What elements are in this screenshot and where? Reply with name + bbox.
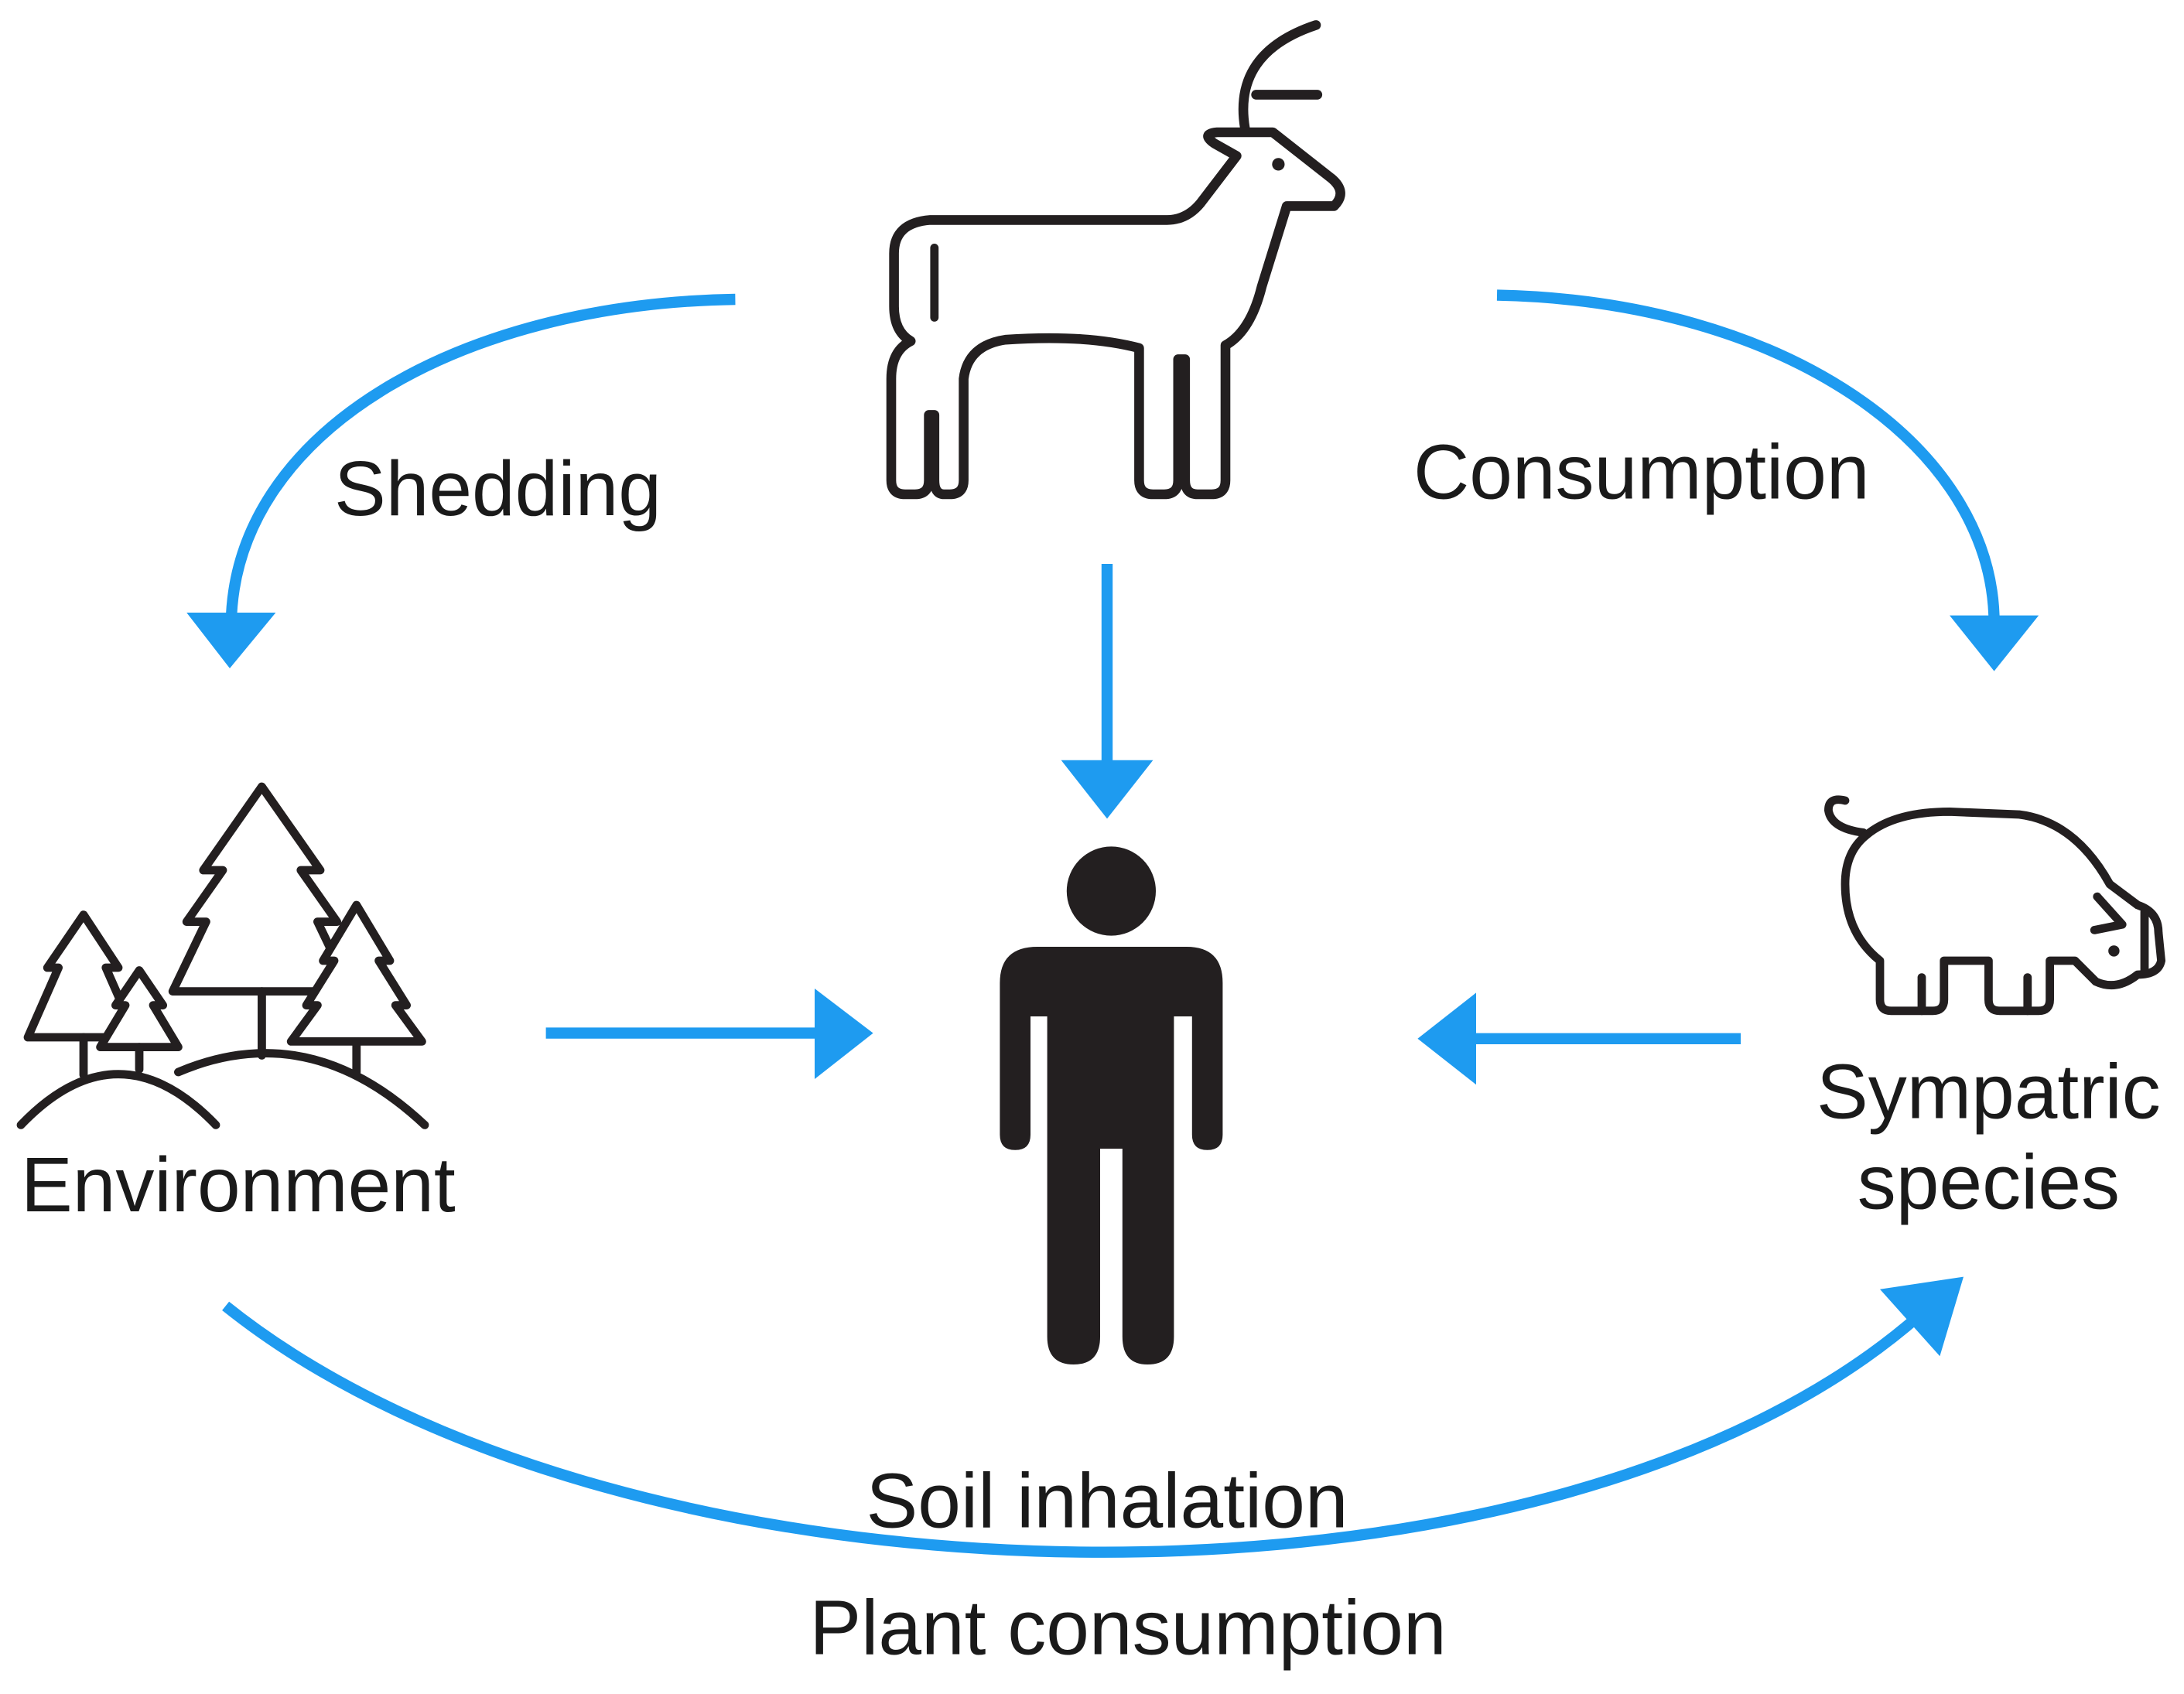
arrow-environment-to-human-head bbox=[815, 988, 873, 1079]
arrow-sympatric-species-to-human bbox=[1417, 992, 1741, 1085]
arrow-environment-to-sympatric-line bbox=[222, 1301, 1923, 1558]
arrow-deer-to-human bbox=[1061, 563, 1154, 819]
pig-icon bbox=[1824, 795, 2165, 1016]
arrow-environment-to-sympatric-species bbox=[222, 1276, 1964, 1558]
sympatric-species-label-line-2: species bbox=[1858, 1139, 2120, 1225]
arrow-deer-to-human-head bbox=[1061, 760, 1154, 819]
arrow-sympatric-to-human-head bbox=[1417, 992, 1477, 1085]
shedding-label: Shedding bbox=[334, 446, 661, 532]
arrow-environment-to-human bbox=[545, 988, 873, 1079]
person-icon bbox=[1000, 846, 1223, 1364]
sympatric-species-label-line-1: Sympatric bbox=[1817, 1048, 2161, 1135]
person-body bbox=[1000, 946, 1223, 1364]
deer-eye bbox=[1272, 158, 1285, 171]
deer-antler-main bbox=[1238, 20, 1321, 133]
consumption-label: Consumption bbox=[1413, 429, 1870, 515]
pig-body-outline bbox=[1841, 807, 2165, 1016]
person-head bbox=[1066, 846, 1157, 936]
pig-tail bbox=[1824, 795, 1868, 837]
arrow-deer-to-environment bbox=[186, 293, 736, 668]
arrow-deer-to-sympatric-head bbox=[1950, 615, 2039, 671]
arrow-deer-to-sympatric-species bbox=[1496, 289, 2039, 671]
environment-label: Environment bbox=[21, 1142, 456, 1228]
forest-left-hill bbox=[16, 1070, 220, 1129]
arrow-deer-to-environment-head bbox=[186, 612, 276, 668]
arrow-deer-to-environment-line bbox=[225, 293, 736, 624]
soil-inhalation-label: Soil inhalation bbox=[866, 1458, 1348, 1545]
forest-icon bbox=[16, 782, 429, 1129]
arrow-environment-to-sympatric-head bbox=[1880, 1276, 1964, 1357]
pig-ear bbox=[2090, 892, 2127, 934]
arrow-deer-to-sympatric-line bbox=[1496, 289, 2000, 624]
plant-consumption-label: Plant consumption bbox=[809, 1584, 1446, 1671]
forest-right-hill bbox=[174, 1049, 429, 1129]
deer-body-outline bbox=[886, 127, 1345, 500]
pig-eye bbox=[2108, 945, 2120, 957]
deer-icon bbox=[886, 20, 1345, 500]
